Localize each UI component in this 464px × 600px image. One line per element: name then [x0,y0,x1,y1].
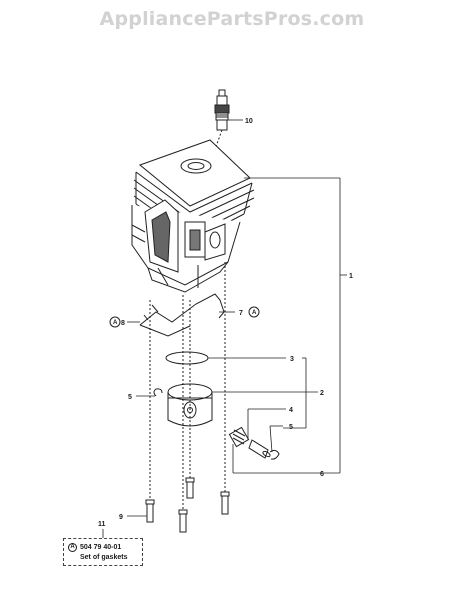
callout-1: 1 [349,273,353,280]
circlip-left [153,388,163,397]
callout-10: 10 [245,118,253,125]
callout-4: 4 [289,407,293,414]
callout-5-left: 5 [128,394,132,401]
callout-6: 6 [320,471,324,478]
marker-a-left [109,316,121,328]
gasket-kit-box: A 504 79 40-01 Set of gaskets [63,538,143,566]
callout-7: 7 [239,310,243,317]
callout-11: 11 [98,521,106,528]
gasket-kit-label: Set of gaskets [80,554,128,561]
callout-7-marker: A [252,310,257,316]
gasket-bracket [139,293,225,337]
marker-a-right [248,306,260,318]
callout-3: 3 [290,356,294,363]
watermark: AppliancePartsPros.com [99,8,365,30]
piston-ring [165,351,209,365]
piston-pin [248,439,271,459]
cylinder [131,139,255,293]
callout-8-marker: A [113,320,118,326]
bolts [145,262,230,533]
callout-5-right: 5 [289,424,293,431]
callout-9: 9 [119,514,123,521]
leader-lines [102,119,347,538]
needle-bearing [228,426,250,448]
spark-plug [213,89,230,153]
callout-2: 2 [320,390,324,397]
circlip-right [269,449,280,460]
gasket-kit-marker: A [68,543,77,552]
gasket-kit-part-number: 504 79 40-01 [80,544,122,551]
callout-8: 8 [121,320,125,327]
